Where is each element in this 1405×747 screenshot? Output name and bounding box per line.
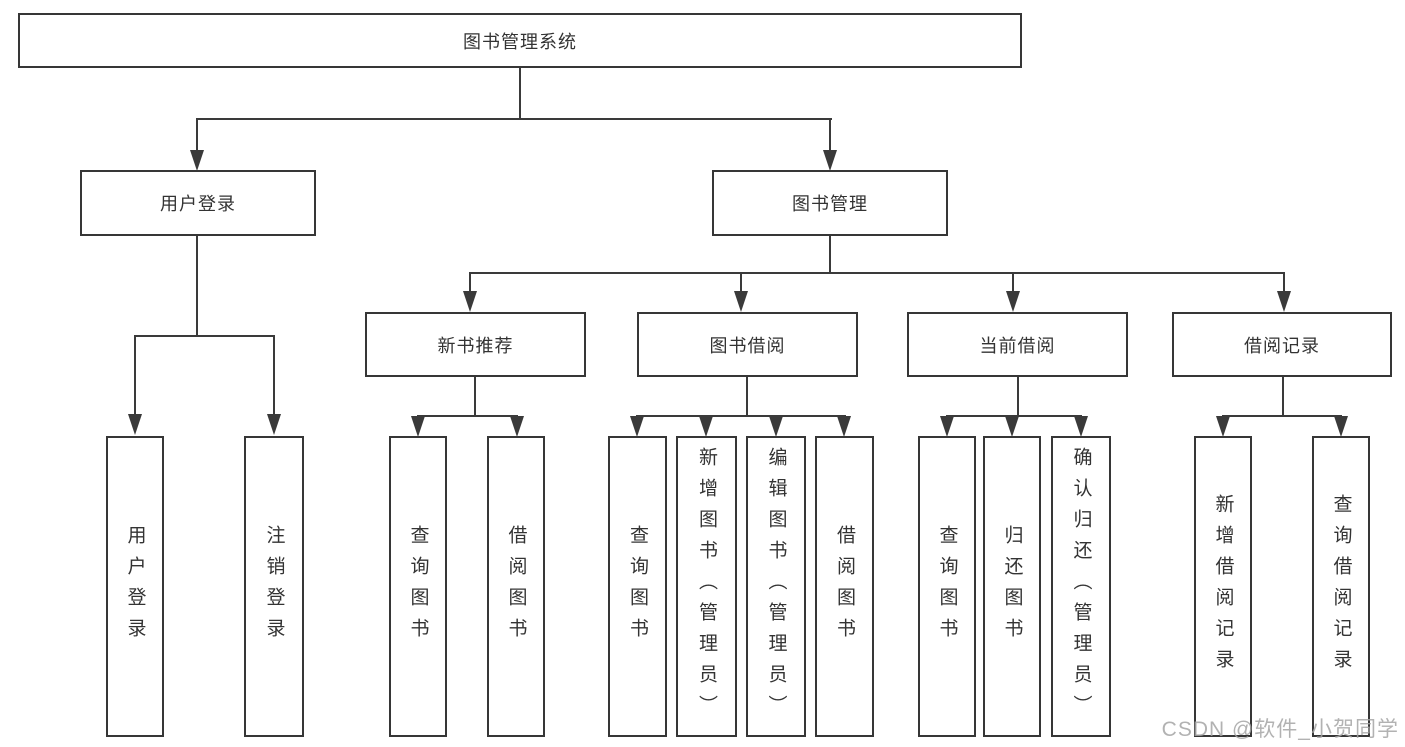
connector-drop-book-mgmt <box>829 118 831 152</box>
leaf-confirm-return-admin-label: 确认归还（管理员） <box>1070 447 1092 726</box>
connector-borrow-record-stem <box>1282 377 1284 417</box>
connector-book-borrow-rail <box>636 415 846 417</box>
leaf-return-books-label: 归还图书 <box>1001 524 1023 649</box>
arrow-down-icon <box>837 416 851 437</box>
leaf-confirm-return-admin: 确认归还（管理员） <box>1051 436 1111 737</box>
leaf-borrow-books-2: 借阅图书 <box>815 436 874 737</box>
arrow-down-icon <box>190 150 204 171</box>
node-user-login-label: 用户登录 <box>160 194 236 214</box>
leaf-borrow-books-label: 借阅图书 <box>505 524 527 649</box>
connector-drop-current-borrow <box>1012 272 1014 294</box>
connector-new-book-rail <box>417 415 518 417</box>
leaf-user-login-label: 用户登录 <box>124 524 146 649</box>
leaf-edit-books-admin: 编辑图书（管理员） <box>746 436 806 737</box>
arrow-down-icon <box>510 416 524 437</box>
leaf-query-books-label: 查询图书 <box>407 524 429 649</box>
connector-drop-leaf <box>134 335 136 415</box>
connector-book-borrow-stem <box>746 377 748 417</box>
node-book-management: 图书管理 <box>712 170 948 236</box>
connector-book-mgmt-stem <box>829 236 831 274</box>
connector-drop-new-book <box>469 272 471 294</box>
leaf-add-borrow-record-label: 新增借阅记录 <box>1212 493 1234 680</box>
arrow-down-icon <box>463 291 477 312</box>
leaf-logout-label: 注销登录 <box>263 524 285 649</box>
leaf-add-borrow-record: 新增借阅记录 <box>1194 436 1252 737</box>
csdn-watermark: CSDN @软件_小贺同学 <box>1161 718 1399 741</box>
arrow-down-icon <box>1334 416 1348 437</box>
connector-user-login-stem <box>196 236 198 337</box>
leaf-user-login: 用户登录 <box>106 436 164 737</box>
connector-new-book-stem <box>474 377 476 417</box>
arrow-down-icon <box>940 416 954 437</box>
leaf-query-books-label: 查询图书 <box>627 524 648 649</box>
connector-drop-leaf <box>273 335 275 415</box>
connector-book-mgmt-rail <box>469 272 1285 274</box>
connector-drop-borrow-record <box>1283 272 1285 294</box>
leaf-borrow-books-1: 借阅图书 <box>487 436 545 737</box>
node-current-borrow: 当前借阅 <box>907 312 1128 377</box>
leaf-add-books-admin: 新增图书（管理员） <box>676 436 737 737</box>
connector-root-stem <box>519 68 521 120</box>
node-new-book-recommend-label: 新书推荐 <box>437 335 514 356</box>
leaf-edit-books-admin-label: 编辑图书（管理员） <box>765 447 787 726</box>
connector-drop-book-borrow <box>740 272 742 294</box>
node-book-borrow-label: 图书借阅 <box>709 335 786 356</box>
connector-current-borrow-stem <box>1017 377 1019 417</box>
arrow-down-icon <box>1074 416 1088 437</box>
arrow-down-icon <box>734 291 748 312</box>
arrow-down-icon <box>1216 416 1230 437</box>
node-new-book-recommend: 新书推荐 <box>365 312 586 377</box>
arrow-down-icon <box>1005 416 1019 437</box>
arrow-down-icon <box>823 150 837 171</box>
node-user-login: 用户登录 <box>80 170 316 236</box>
arrow-down-icon <box>699 416 713 437</box>
connector-borrow-record-rail <box>1222 415 1342 417</box>
arrow-down-icon <box>411 416 425 437</box>
leaf-add-books-admin-label: 新增图书（管理员） <box>696 447 717 726</box>
leaf-borrow-books-label: 借阅图书 <box>834 524 855 649</box>
leaf-query-books-2: 查询图书 <box>608 436 667 737</box>
leaf-query-books-3: 查询图书 <box>918 436 976 737</box>
leaf-query-books-1: 查询图书 <box>389 436 447 737</box>
leaf-query-borrow-record-label: 查询借阅记录 <box>1330 493 1352 680</box>
node-borrow-record-label: 借阅记录 <box>1244 335 1320 356</box>
connector-user-login-rail <box>134 335 275 337</box>
connector-root-rail <box>196 118 832 120</box>
node-borrow-record: 借阅记录 <box>1172 312 1392 377</box>
arrow-down-icon <box>1006 291 1020 312</box>
node-root-label: 图书管理系统 <box>463 31 577 52</box>
leaf-query-books-label: 查询图书 <box>936 524 958 649</box>
node-root: 图书管理系统 <box>18 13 1022 68</box>
node-book-management-label: 图书管理 <box>792 194 868 214</box>
arrow-down-icon <box>630 416 644 437</box>
node-book-borrow: 图书借阅 <box>637 312 858 377</box>
leaf-return-books: 归还图书 <box>983 436 1041 737</box>
leaf-query-borrow-record: 查询借阅记录 <box>1312 436 1370 737</box>
connector-drop-user-login <box>196 118 198 152</box>
arrow-down-icon <box>128 414 142 435</box>
arrow-down-icon <box>769 416 783 437</box>
arrow-down-icon <box>267 414 281 435</box>
arrow-down-icon <box>1277 291 1291 312</box>
leaf-logout: 注销登录 <box>244 436 304 737</box>
node-current-borrow-label: 当前借阅 <box>979 335 1056 356</box>
